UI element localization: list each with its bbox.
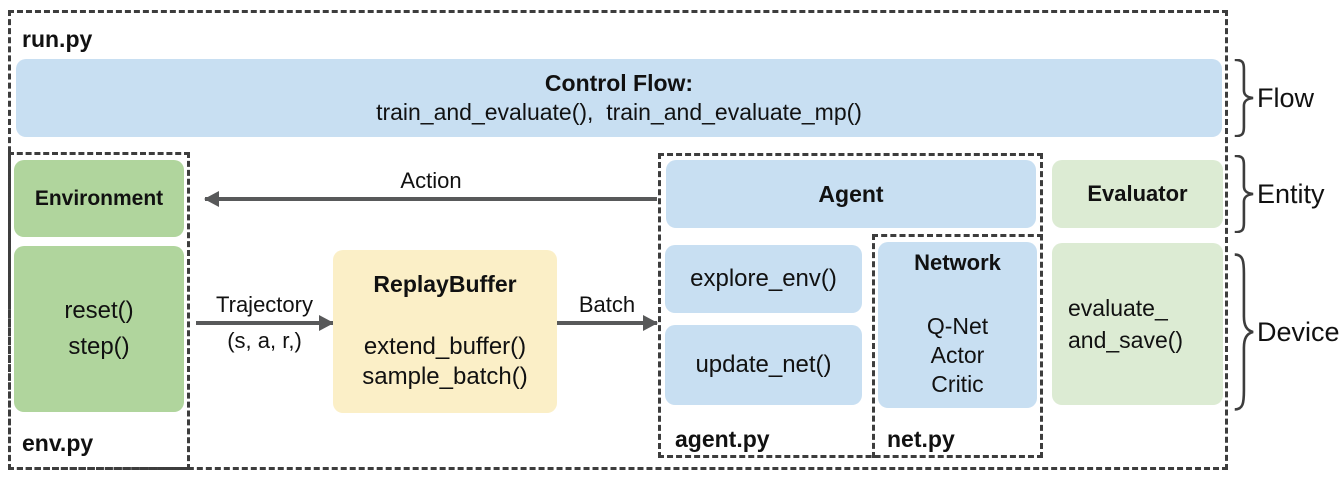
net-py-container [872, 234, 1043, 458]
batch-arrow-label: Batch [578, 292, 636, 317]
evaluator-box: Evaluator [1052, 160, 1223, 228]
trajectory-arrow-line [196, 321, 333, 325]
trajectory-arrowhead-icon [319, 315, 334, 331]
batch-arrowhead-icon [643, 315, 658, 331]
action-arrow: Action [204, 168, 657, 207]
batch-arrow: Batch [557, 292, 658, 331]
entity-annotation: Entity [1232, 155, 1325, 233]
device-label: Device [1257, 316, 1340, 347]
action-arrow-line [205, 197, 657, 201]
environment-box: Environment [14, 160, 184, 237]
run-py-label: run.py [22, 26, 93, 52]
entity-label: Entity [1257, 178, 1325, 209]
env-py-container [8, 152, 190, 470]
batch-arrow-line [557, 321, 657, 325]
evaluate-method-line1: evaluate_ [1068, 295, 1168, 321]
net-py-label: net.py [887, 426, 955, 452]
explore-env-box: explore_env() [665, 245, 862, 313]
network-box: Network Q-Net Actor Critic [878, 242, 1037, 408]
update-net-box: update_net() [665, 325, 862, 405]
evaluate-method-line2: and_save() [1068, 327, 1184, 353]
action-arrowhead-icon [204, 191, 219, 207]
device-annotation: Device [1232, 253, 1340, 411]
flow-label: Flow [1257, 82, 1315, 113]
environment-methods-box: reset() step() [14, 246, 184, 412]
replay-buffer-box: ReplayBuffer extend_buffer() sample_batc… [333, 250, 557, 413]
critic-item: Critic [931, 371, 984, 397]
trajectory-arrow: Trajectory (s, a, r,) [196, 292, 334, 353]
network-items: Q-Net Actor Critic [927, 312, 988, 399]
q-net-item: Q-Net [926, 313, 989, 339]
entity-brace-icon [1232, 155, 1254, 233]
evaluate-and-save-box: evaluate_ and_save() [1052, 243, 1223, 405]
control-flow-title: Control Flow: [544, 70, 694, 96]
actor-item: Actor [930, 342, 985, 368]
step-method: step() [68, 333, 130, 360]
trajectory-arrow-label: Trajectory [216, 292, 313, 317]
flow-annotation: Flow [1232, 59, 1314, 137]
network-title: Network [914, 250, 1001, 275]
replay-buffer-methods: extend_buffer() sample_batch() [362, 332, 527, 392]
agent-py-label: agent.py [675, 426, 770, 452]
reset-method: reset() [64, 297, 134, 324]
flow-brace-icon [1232, 59, 1254, 137]
action-arrow-label: Action [400, 168, 462, 193]
agent-box: Agent [666, 160, 1036, 228]
extend-buffer-method: extend_buffer() [363, 333, 527, 360]
control-flow-box: Control Flow: train_and_evaluate(), trai… [16, 59, 1222, 137]
trajectory-tuple-label: (s, a, r,) [227, 328, 302, 353]
replay-buffer-title: ReplayBuffer [373, 271, 517, 297]
sample-batch-method: sample_batch() [362, 363, 528, 390]
env-py-label: env.py [22, 430, 94, 456]
control-flow-functions: train_and_evaluate(), train_and_evaluate… [376, 99, 862, 125]
agent-py-container [658, 153, 1043, 458]
device-brace-icon [1232, 253, 1254, 411]
